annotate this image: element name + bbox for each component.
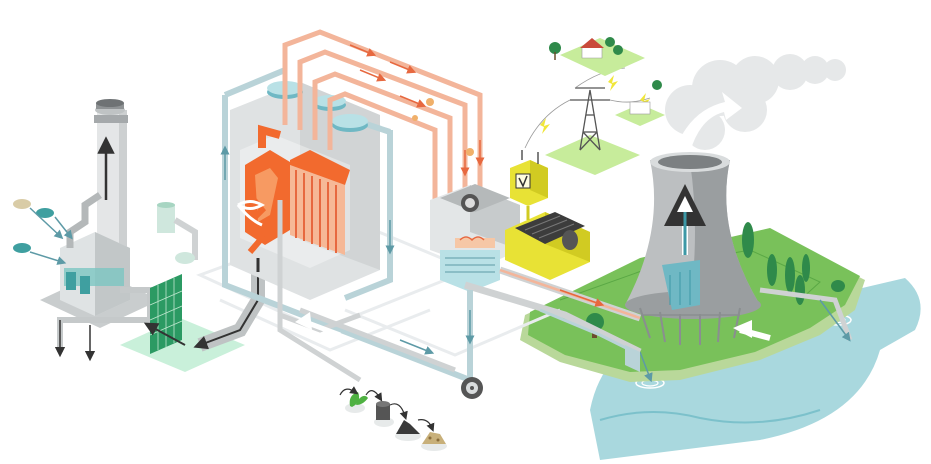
fuel-arrows	[339, 386, 435, 432]
wood-chips-icon	[421, 432, 447, 451]
water-pipe-loop	[220, 67, 472, 383]
filter-panel-icon	[149, 274, 183, 354]
steam-turbine-icon	[430, 184, 520, 292]
generator-icon	[505, 212, 590, 280]
boiler-furnace-icon	[230, 82, 380, 300]
steam-pipe-arrows	[349, 44, 485, 177]
fuel-feed-line	[277, 200, 362, 383]
river-inlet-icon	[625, 345, 640, 372]
cooling-water-pipes	[463, 266, 853, 383]
transformer-icon	[510, 150, 548, 220]
steam-pipes	[282, 29, 483, 200]
ash-tank	[157, 202, 198, 264]
steam-sparks	[412, 98, 474, 156]
trees	[586, 222, 845, 338]
house-icon	[549, 37, 665, 126]
flue-inputs	[13, 199, 73, 265]
waste-bin-icon	[374, 401, 394, 427]
biomass-leaf-icon	[345, 392, 368, 413]
condenser-pump-icon	[461, 290, 483, 399]
steam-cloud-icon	[665, 54, 846, 152]
flue-gas-duct	[143, 258, 265, 352]
coal-pile-icon	[395, 420, 421, 441]
cooling-tower-icon	[625, 152, 761, 345]
floor-plate	[120, 318, 245, 372]
